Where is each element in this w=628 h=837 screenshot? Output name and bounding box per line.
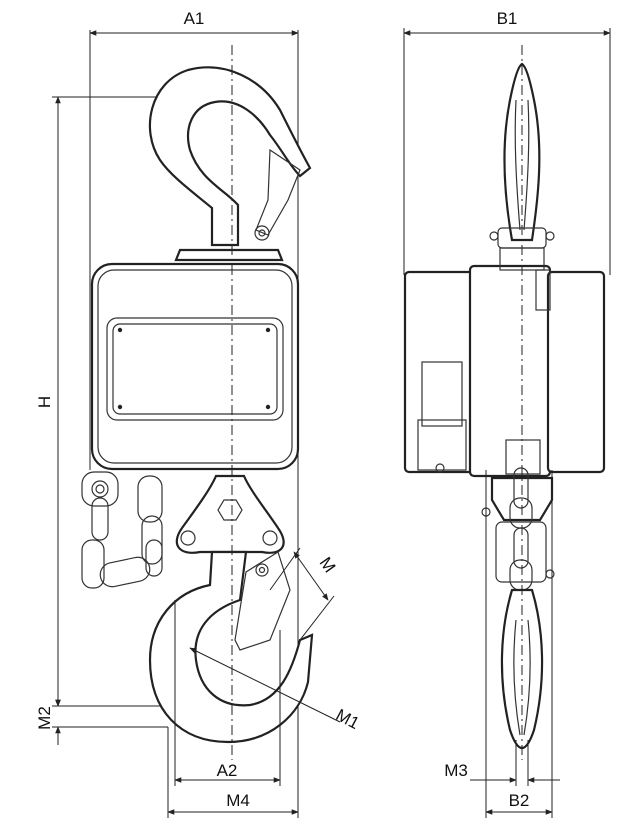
dimension-m: M	[269, 547, 340, 641]
label-m: M	[316, 554, 340, 577]
bottom-hook	[148, 550, 314, 744]
label-a1: A1	[184, 9, 205, 28]
top-shackle	[174, 248, 284, 262]
dimension-b1: B1	[403, 9, 611, 275]
top-hook	[148, 66, 312, 247]
label-b1: B1	[497, 9, 518, 28]
label-a2: A2	[217, 761, 238, 780]
side-body	[403, 247, 606, 478]
dimension-a2: A2	[174, 600, 281, 786]
hand-chain	[81, 471, 163, 589]
dimension-m4: M4	[167, 720, 299, 818]
label-m3: M3	[444, 761, 468, 780]
label-b2: B2	[509, 791, 530, 810]
side-view: B1	[403, 9, 611, 818]
dimension-a1: A1	[89, 9, 299, 92]
label-h: H	[35, 396, 54, 408]
dimension-m3: M3	[444, 740, 560, 786]
dimension-h: H	[35, 96, 232, 707]
hoist-body	[90, 262, 300, 471]
label-m1: M1	[333, 705, 363, 733]
label-m2: M2	[35, 706, 54, 730]
front-view: A1 H M2	[35, 9, 362, 818]
dimension-b2: B2	[485, 470, 553, 818]
bottom-block	[175, 474, 285, 554]
label-m4: M4	[226, 791, 250, 810]
dimension-m2: M2	[35, 690, 168, 745]
